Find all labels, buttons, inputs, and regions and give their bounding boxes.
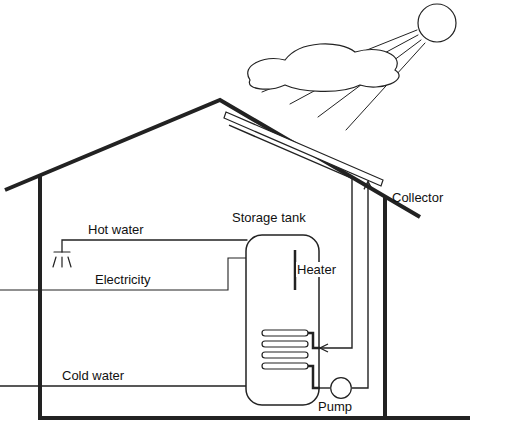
node-heading: Pump <box>318 399 352 414</box>
wall <box>38 175 42 420</box>
shower-head <box>53 252 71 267</box>
water-pipe <box>320 387 330 388</box>
node-heading: Collector <box>392 190 443 205</box>
solar-collector: Collector <box>222 106 392 198</box>
sun <box>418 4 456 42</box>
pipe-label: Hot water <box>88 222 144 237</box>
wire-label: Electricity <box>95 272 151 287</box>
storage-tank: Storage tank <box>232 210 332 408</box>
wall <box>383 197 387 420</box>
hot-water-pipe <box>62 240 247 252</box>
roof <box>5 100 420 217</box>
floor <box>38 416 470 420</box>
tank-body <box>245 234 320 406</box>
cold-water-pipe <box>0 385 247 386</box>
pump-circle <box>330 377 352 399</box>
pipe-label: Cold water <box>62 368 124 383</box>
node-heading: Storage tank <box>232 210 306 225</box>
collector-panel <box>222 106 392 198</box>
water-pipe <box>352 181 368 388</box>
cloud <box>248 44 399 92</box>
part-label: Heater <box>296 262 337 277</box>
pump: Pump <box>330 377 352 399</box>
